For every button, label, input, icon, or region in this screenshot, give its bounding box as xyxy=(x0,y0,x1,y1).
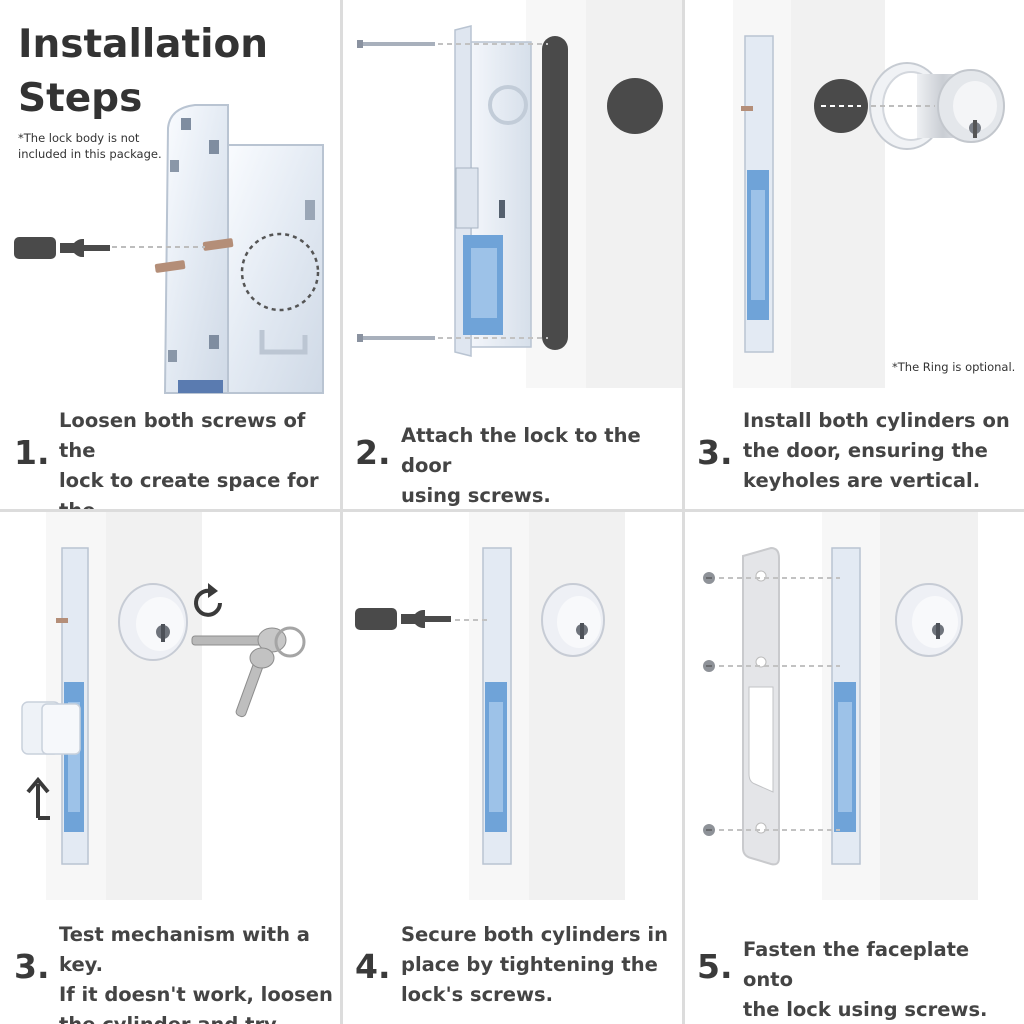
step-panel-5: 4. Secure both cylinders in place by tig… xyxy=(343,512,682,1024)
step-panel-4: 3. Test mechanism with a key. If it does… xyxy=(0,512,340,1024)
step-instruction: Secure both cylinders in place by tighte… xyxy=(401,923,668,1006)
step-panel-3: *The Ring is optional. 3. Install both c… xyxy=(685,0,1024,509)
step-instruction: Attach the lock to the door using screws… xyxy=(401,424,641,507)
lock-body-illustration xyxy=(112,104,324,394)
step-instruction: Install both cylinders on the door, ensu… xyxy=(743,409,1010,492)
lock-body-note: *The lock body is not included in this p… xyxy=(18,131,162,161)
column-divider-2 xyxy=(682,0,685,1024)
test-mechanism-illustration xyxy=(21,512,306,900)
screwdriver-icon xyxy=(14,237,110,259)
install-cylinders-illustration xyxy=(733,0,1005,388)
step-instruction: Test mechanism with a key. If it doesn't… xyxy=(59,923,333,1024)
row-divider xyxy=(0,509,1024,512)
step-panel-6: 5. Fasten the faceplate onto the lock us… xyxy=(685,512,1024,1024)
step-instruction: Fasten the faceplate onto the lock using… xyxy=(743,938,988,1021)
step-panel-2: 2. Attach the lock to the door using scr… xyxy=(343,0,682,509)
step-number: 1. xyxy=(14,433,50,472)
step-number: 2. xyxy=(355,433,391,472)
page-title: Installation Steps xyxy=(18,22,269,121)
screwdriver-icon xyxy=(355,608,451,630)
ring-note: *The Ring is optional. xyxy=(892,360,1016,374)
step-panel-1: Installation Steps *The lock body is not… xyxy=(0,0,340,509)
step-number: 5. xyxy=(697,947,733,986)
step-instruction: Loosen both screws of the lock to create… xyxy=(59,409,319,509)
column-divider-1 xyxy=(340,0,343,1024)
step-number: 3. xyxy=(14,947,50,986)
fasten-faceplate-illustration xyxy=(703,512,978,900)
attach-lock-illustration xyxy=(357,0,682,388)
secure-cylinders-illustration xyxy=(455,512,625,900)
step-number: 3. xyxy=(697,433,733,472)
step-number: 4. xyxy=(355,947,391,986)
up-arrow-icon xyxy=(26,776,50,820)
rotate-arrow-icon xyxy=(194,583,222,617)
key-icon xyxy=(191,626,306,718)
